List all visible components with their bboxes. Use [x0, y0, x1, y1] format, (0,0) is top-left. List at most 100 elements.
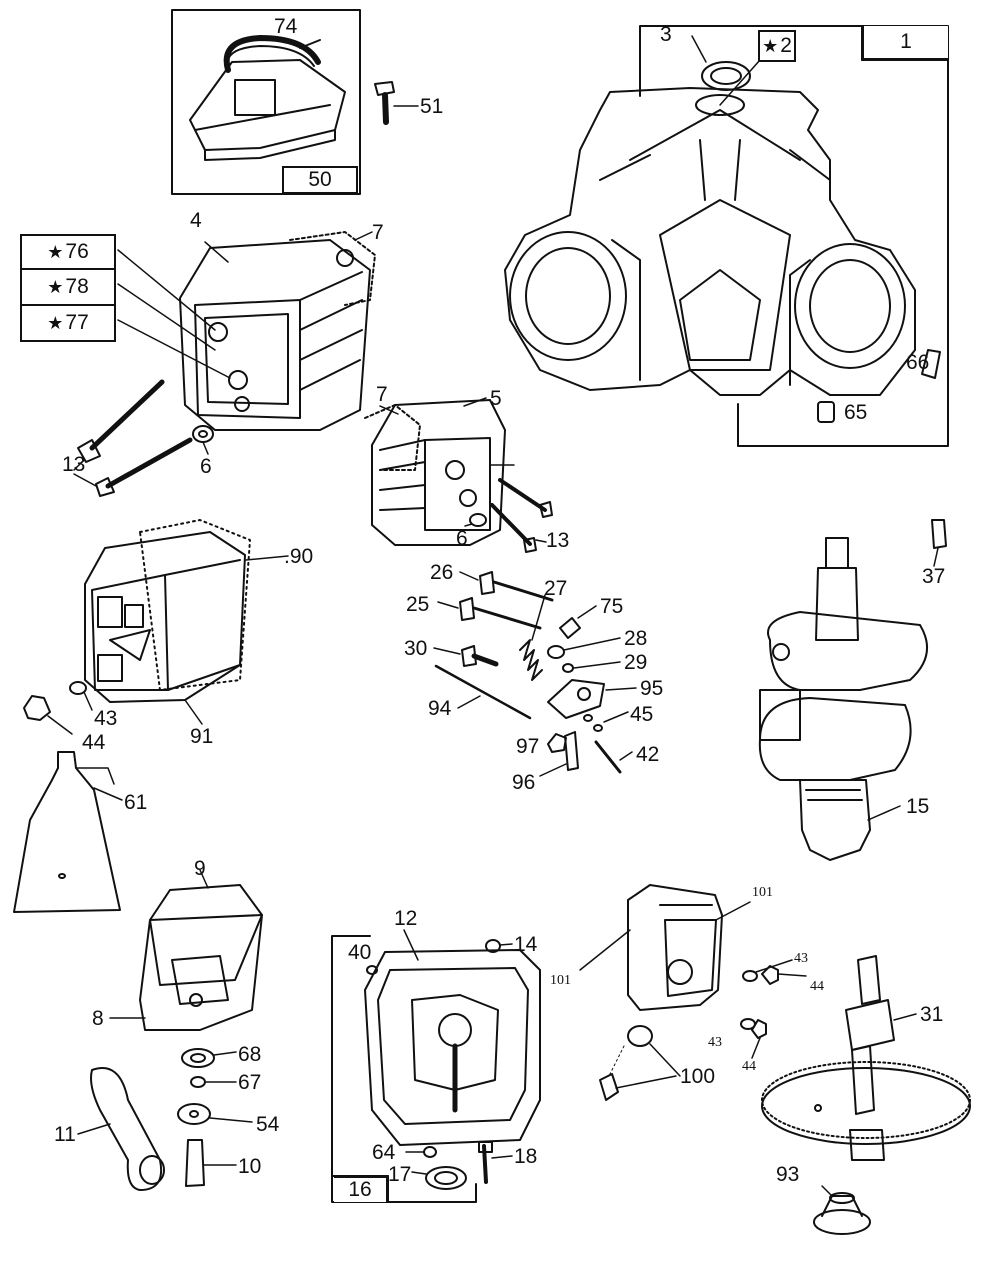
callout-6a: 6: [200, 455, 212, 478]
callout-10: 10: [238, 1155, 262, 1178]
air-deflector-61: [13, 751, 123, 913]
callout-box-1: 1: [862, 26, 948, 60]
callout-13a: 13: [62, 453, 86, 476]
callout-15: 15: [906, 795, 930, 818]
intake-valve-25: [437, 597, 542, 630]
callout-6b: 6: [456, 527, 468, 550]
nut-45: [583, 711, 629, 732]
star-icon: ★: [47, 241, 64, 263]
dowel-66: [921, 349, 941, 379]
callout-box-16: 16: [334, 1176, 388, 1202]
callout-100: 100: [680, 1065, 716, 1088]
governor-gear-93: [813, 1185, 871, 1235]
callout-label: 16: [348, 1178, 372, 1201]
callout-101b: 101: [550, 973, 571, 988]
head-gasket-7b: [364, 404, 421, 471]
callout-3: 3: [660, 23, 672, 46]
callout-66: 66: [906, 351, 930, 374]
callout-93: 93: [776, 1163, 800, 1186]
callout-64: 64: [372, 1141, 396, 1164]
dowel-65: [817, 401, 835, 423]
callout-67: 67: [238, 1071, 262, 1094]
callout-27: 27: [544, 577, 568, 600]
callout-box-50: 50: [282, 166, 358, 194]
callout-40: 40: [348, 941, 372, 964]
nut-44a: [23, 695, 73, 735]
breather-cover-9: [149, 869, 263, 986]
callout-95: 95: [640, 677, 664, 700]
nut-44b: [761, 965, 807, 985]
seal-68: [181, 1048, 237, 1068]
guide-plate-42: [594, 740, 633, 774]
keeper-29: [562, 661, 621, 673]
ignition-coil-frame: [171, 9, 361, 195]
callout-12: 12: [394, 907, 418, 930]
nut-44c: [751, 1019, 767, 1059]
callout-44c: 44: [742, 1059, 756, 1074]
callout-label: 50: [308, 168, 332, 191]
crankshaft-15: [758, 537, 928, 861]
rocker-cover-gasket-90: [139, 519, 289, 691]
callout-42: 42: [636, 743, 660, 766]
head-bolt-13a: [73, 379, 193, 497]
nut-97: [547, 733, 567, 753]
cylinder-head-4: [117, 239, 371, 431]
plug-40: [366, 965, 378, 975]
callout-13b: 13: [546, 529, 570, 552]
push-rod-94: [434, 664, 532, 720]
breather-tube-11: [77, 1067, 165, 1191]
oil-seal-3: [691, 35, 751, 91]
o-ring-67: [190, 1076, 237, 1088]
callout-28: 28: [624, 627, 648, 650]
head-gasket-7a: [289, 231, 376, 306]
callout-box-77: ★77: [20, 306, 116, 342]
stud-96: [539, 731, 579, 777]
washer-54: [177, 1103, 253, 1125]
plug-37: [931, 519, 947, 567]
callout-18: 18: [514, 1145, 538, 1168]
callout-74: 74: [274, 15, 298, 38]
washer-43b: [742, 959, 793, 982]
plug-64: [405, 1146, 437, 1158]
star-icon: ★: [47, 312, 64, 334]
rocker-cover-91: [84, 531, 246, 725]
breather-body-8: [109, 914, 263, 1031]
callout-29: 29: [624, 651, 648, 674]
callout-box-2: ★2: [758, 30, 796, 62]
callout-box-78: ★78: [20, 270, 116, 306]
head-bolt-13b: [490, 478, 553, 553]
callout-61: 61: [124, 791, 148, 814]
muffler-101: [579, 884, 751, 1011]
callout-4: 4: [190, 209, 202, 232]
callout-44b: 44: [810, 979, 824, 994]
sump-bolt-18: [478, 1141, 513, 1184]
callout-7b: 7: [376, 383, 388, 406]
valve-spring-27: [519, 594, 546, 681]
star-icon: ★: [762, 35, 779, 57]
callout-65: 65: [844, 401, 868, 424]
callout-26: 26: [430, 561, 454, 584]
callout-label: 78: [65, 275, 89, 298]
cylinder-block-1: [504, 59, 916, 396]
callout-75: 75: [600, 595, 624, 618]
washer-6a: [192, 425, 214, 455]
callout-91: 91: [190, 725, 214, 748]
callout-43c: 43: [708, 1035, 722, 1050]
callout-9: 9: [194, 857, 206, 880]
washer-6b: [464, 513, 487, 527]
callout-11: 11: [54, 1123, 76, 1146]
callout-label: 77: [65, 311, 89, 334]
callout-7a: 7: [372, 221, 384, 244]
ignition-coil-74: [189, 35, 346, 161]
callout-5: 5: [490, 387, 502, 410]
elbow-100: [599, 1025, 681, 1101]
callout-label: 76: [65, 240, 89, 263]
seal-14: [485, 939, 513, 953]
callout-101a: 101: [752, 885, 773, 900]
callout-43b: 43: [794, 951, 808, 966]
valve-cap-75: [559, 605, 597, 639]
callout-14: 14: [514, 933, 538, 956]
exhaust-valve-26: [459, 571, 554, 602]
oil-seal-17: [411, 1166, 467, 1190]
